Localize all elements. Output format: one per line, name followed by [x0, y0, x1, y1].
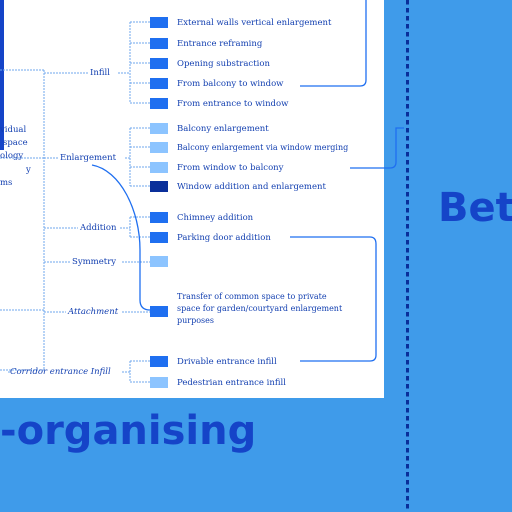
category-infill: Infill — [90, 68, 110, 78]
swatch-balcony-to-window — [150, 78, 168, 89]
dotted-divider — [406, 0, 409, 512]
item-transfer-common-3: purposes — [177, 316, 214, 325]
enlargement-to-transfer-link — [91, 164, 151, 311]
left-fragment-2: space — [3, 138, 28, 148]
item-opening-substraction: Opening substraction — [177, 59, 270, 69]
swatch-parking-door — [150, 232, 168, 243]
category-symmetry: Symmetry — [72, 257, 117, 267]
parking-to-drivable-link — [290, 236, 377, 362]
swatch-opening-substraction — [150, 58, 168, 69]
swatch-pedestrian-infill — [150, 377, 168, 388]
item-balcony-via-window: Balcony enlargement via window merging — [177, 143, 349, 152]
item-balcony-enlargement: Balcony enlargement — [177, 124, 269, 134]
heading-self-organising: -organising — [0, 408, 257, 454]
window-balcony-link — [350, 127, 404, 169]
item-drivable-infill: Drivable entrance infill — [177, 357, 277, 367]
swatch-chimney-addition — [150, 212, 168, 223]
item-parking-door: Parking door addition — [177, 233, 271, 243]
swatch-balcony-enlargement — [150, 123, 168, 134]
item-exterior-walls: External walls vertical enlargement — [177, 18, 332, 28]
swatch-window-to-balcony — [150, 162, 168, 173]
swatch-balcony-via-window — [150, 142, 168, 153]
item-window-to-balcony: From window to balcony — [177, 163, 284, 173]
item-transfer-common-1: Transfer of common space to private — [177, 292, 327, 301]
swatch-drivable-infill — [150, 356, 168, 367]
item-window-addition: Window addition and enlargement — [177, 182, 326, 192]
swatch-transfer-common — [150, 306, 168, 317]
left-strip — [0, 0, 4, 150]
left-fragment-1: vidual — [0, 125, 27, 135]
left-fragment-4: y — [26, 165, 31, 175]
category-addition: Addition — [80, 223, 117, 233]
swatch-entrance-to-window — [150, 98, 168, 109]
left-fragment-5: ms — [0, 178, 13, 188]
heading-right-fragment: Bet — [438, 185, 512, 231]
item-chimney-addition: Chimney addition — [177, 213, 254, 223]
swatch-exterior-walls — [150, 17, 168, 28]
category-corridor-infill: Corridor entrance Infill — [10, 367, 111, 377]
left-fragment-3: ology — [0, 151, 24, 161]
diagram-panel — [0, 0, 384, 398]
swatch-window-addition — [150, 181, 168, 192]
item-entrance-to-window: From entrance to window — [177, 99, 289, 109]
balcony-window-link — [300, 0, 367, 87]
category-attachment: Attachment — [68, 307, 119, 317]
swatch-entrance-reframing — [150, 38, 168, 49]
category-enlargement: Enlargement — [60, 153, 116, 163]
item-balcony-to-window: From balcony to window — [177, 79, 284, 89]
item-entrance-reframing: Entrance reframing — [177, 39, 263, 49]
swatch-symmetry — [150, 256, 168, 267]
item-transfer-common-2: space for garden/courtyard enlargement — [177, 304, 343, 313]
item-pedestrian-infill: Pedestrian entrance infill — [177, 378, 286, 388]
